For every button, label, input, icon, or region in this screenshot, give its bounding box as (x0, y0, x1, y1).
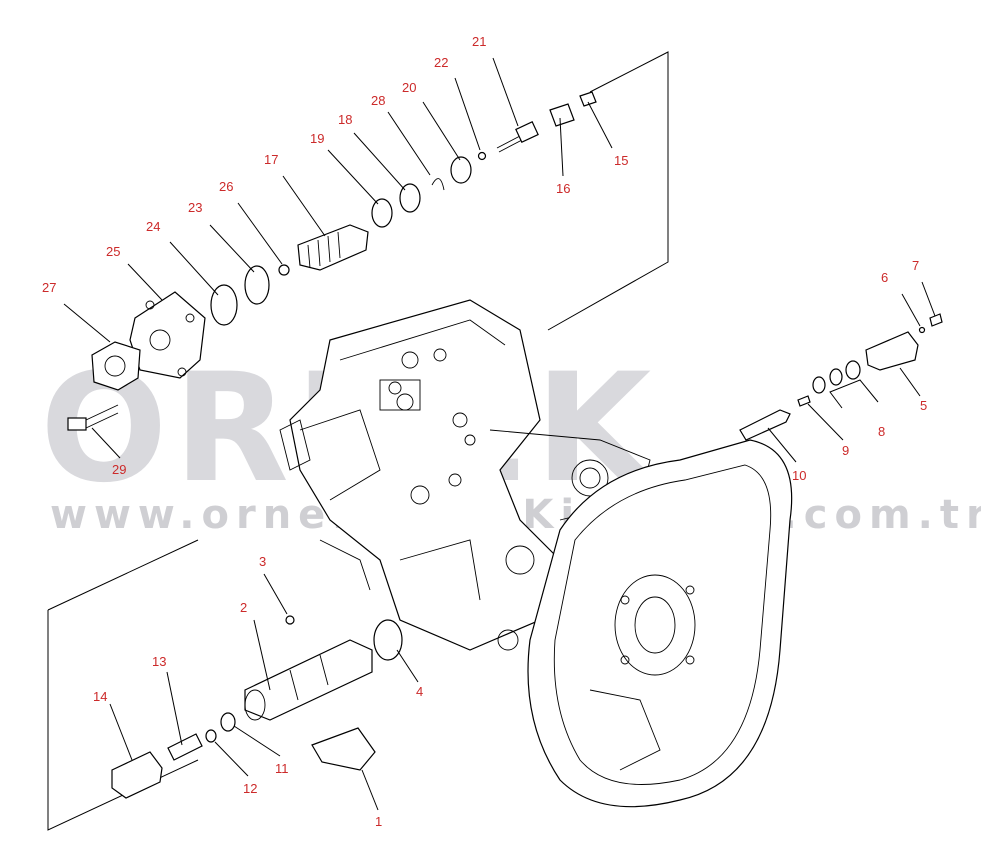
callout-1: 1 (375, 814, 382, 829)
flange-plate (527, 439, 793, 808)
part-15-plug (579, 91, 597, 107)
part-17-sleeve (297, 224, 369, 271)
part-9-pin (797, 395, 811, 407)
right-parts (739, 313, 943, 441)
part-8-ring-b (829, 368, 843, 386)
part-2-spool (244, 639, 373, 721)
part-13-spring (167, 733, 203, 761)
callout-7: 7 (912, 258, 919, 273)
callout-17: 17 (264, 152, 278, 167)
callout-6: 6 (881, 270, 888, 285)
part-23-oring (244, 265, 270, 305)
part-10-spool (739, 409, 791, 441)
part-28-snapring (431, 178, 445, 191)
callout-21: 21 (472, 34, 486, 49)
callout-4: 4 (416, 684, 423, 699)
callout-11: 11 (275, 761, 289, 776)
part-4-oring (373, 619, 403, 661)
part-12-seat (205, 729, 217, 743)
part-26-nut (278, 264, 290, 276)
part-29-bolt-head (67, 417, 87, 431)
part-8-ring-a (845, 360, 861, 380)
bottom-parts (111, 615, 403, 799)
part-25-cover (129, 291, 206, 379)
part-21-screw-head (515, 121, 539, 143)
callout-2: 2 (240, 600, 247, 615)
part-22-ring (477, 151, 487, 161)
part-1-block (311, 727, 376, 771)
part-27-nut (91, 341, 141, 391)
callout-24: 24 (146, 219, 160, 234)
callout-3: 3 (259, 554, 266, 569)
part-6-ring (918, 326, 926, 334)
part-20-ring (450, 156, 472, 184)
callout-27: 27 (42, 280, 56, 295)
part-8-ring-c (812, 376, 826, 394)
callout-26: 26 (219, 179, 233, 194)
callout-13: 13 (152, 654, 166, 669)
part-16-spring (549, 103, 575, 127)
callout-9: 9 (842, 443, 849, 458)
part-18-ring (399, 183, 421, 213)
callout-12: 12 (243, 781, 257, 796)
top-parts (67, 91, 597, 431)
leader-lines (63, 57, 936, 811)
callout-18: 18 (338, 112, 352, 127)
callout-8: 8 (878, 424, 885, 439)
part-7-screw (929, 313, 943, 327)
pump-body (279, 299, 651, 651)
part-3-nut (285, 615, 295, 625)
callout-labels: 1 2 3 4 5 6 7 8 9 10 11 12 13 14 15 16 1… (42, 34, 927, 829)
callout-14: 14 (93, 689, 107, 704)
callout-20: 20 (402, 80, 416, 95)
callout-29: 29 (112, 462, 126, 477)
part-11-washer (220, 712, 236, 732)
callout-5: 5 (920, 398, 927, 413)
part-5-plug (865, 331, 919, 371)
callout-10: 10 (792, 468, 806, 483)
callout-22: 22 (434, 55, 448, 70)
callout-23: 23 (188, 200, 202, 215)
part-19-ring (371, 198, 393, 228)
callout-16: 16 (556, 181, 570, 196)
callout-15: 15 (614, 153, 628, 168)
callout-19: 19 (310, 131, 324, 146)
callout-25: 25 (106, 244, 120, 259)
callout-28: 28 (371, 93, 385, 108)
part-14-spring (111, 751, 163, 799)
